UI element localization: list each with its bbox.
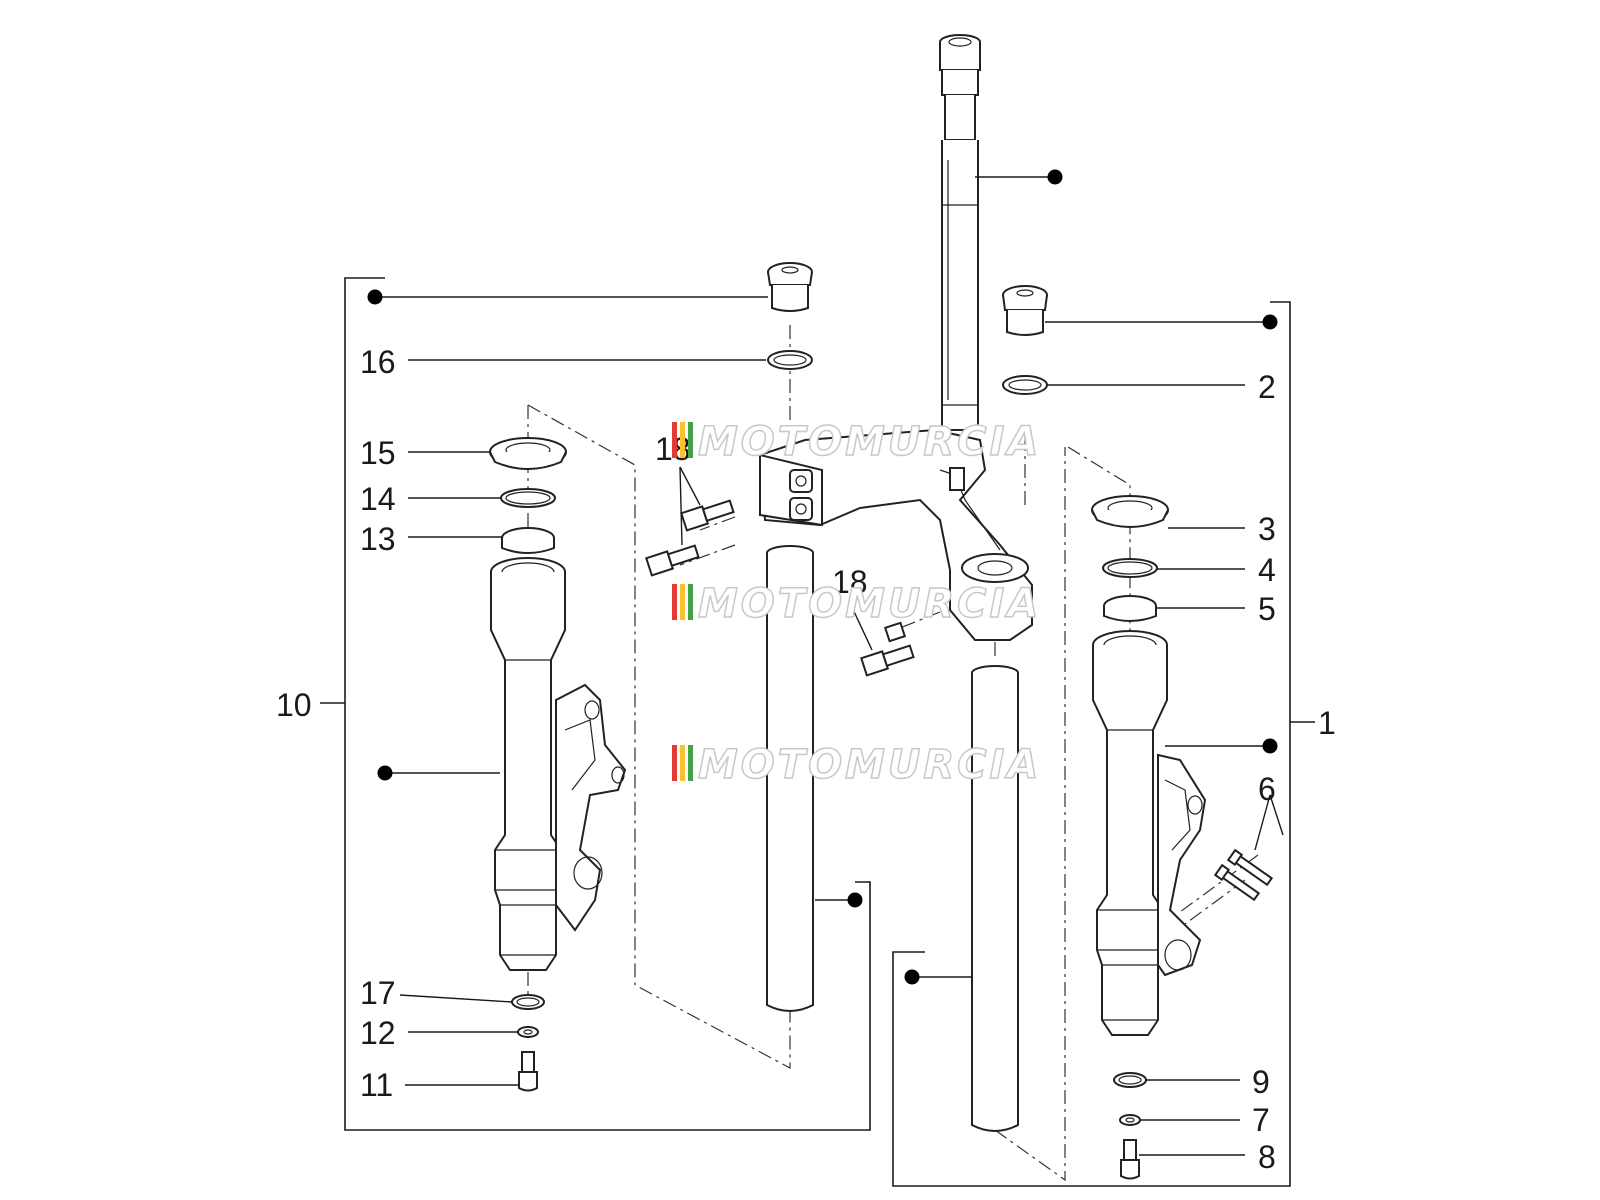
callout-17: 17 xyxy=(360,975,396,1011)
top-cap-left xyxy=(767,262,813,370)
callout-14: 14 xyxy=(360,481,396,517)
callout-11: 11 xyxy=(360,1067,393,1103)
watermark-text: MOTOMURCIA xyxy=(698,581,1041,627)
triple-clamp xyxy=(758,428,1033,641)
bracket-right-group-1 xyxy=(892,301,1315,1187)
fork-tube-right xyxy=(971,665,1019,1132)
callout-1: 1 xyxy=(1318,705,1336,741)
callout-3: 3 xyxy=(1258,511,1276,547)
callout-2: 2 xyxy=(1258,369,1276,405)
watermark-2: MOTOMURCIA xyxy=(672,580,1041,628)
dot-markers xyxy=(367,169,1278,985)
callout-5: 5 xyxy=(1258,591,1276,627)
callout-13: 13 xyxy=(360,521,396,557)
watermark-1: MOTOMURCIA xyxy=(672,418,1041,466)
left-bottom-hardware xyxy=(511,994,545,1092)
callout-4: 4 xyxy=(1258,552,1276,588)
bracket-left-group-10 xyxy=(320,277,871,1131)
watermark-text: MOTOMURCIA xyxy=(698,742,1041,788)
watermark-3: MOTOMURCIA xyxy=(672,741,1041,789)
top-cap-right xyxy=(1002,285,1048,395)
leader-lines xyxy=(375,176,1284,1156)
clamp-bolts xyxy=(645,499,915,677)
fork-tube-left xyxy=(766,545,814,1012)
steering-stem xyxy=(939,34,981,431)
callout-8: 8 xyxy=(1258,1139,1276,1175)
left-seals xyxy=(489,437,567,554)
right-seals xyxy=(1091,495,1169,622)
caliper-bolts-6 xyxy=(1213,848,1274,902)
callout-10: 10 xyxy=(276,687,312,723)
left-fork-leg xyxy=(490,557,627,971)
callout-6: 6 xyxy=(1258,771,1276,807)
right-fork-leg xyxy=(1092,630,1207,1036)
right-bottom-hardware xyxy=(1113,1072,1147,1180)
callout-18-lower: 18 xyxy=(832,564,868,600)
callout-9: 9 xyxy=(1252,1064,1270,1100)
callout-15: 15 xyxy=(360,435,396,471)
watermark-text: MOTOMURCIA xyxy=(698,419,1041,465)
callout-16: 16 xyxy=(360,344,396,380)
callout-12: 12 xyxy=(360,1015,396,1051)
callout-7: 7 xyxy=(1252,1102,1270,1138)
